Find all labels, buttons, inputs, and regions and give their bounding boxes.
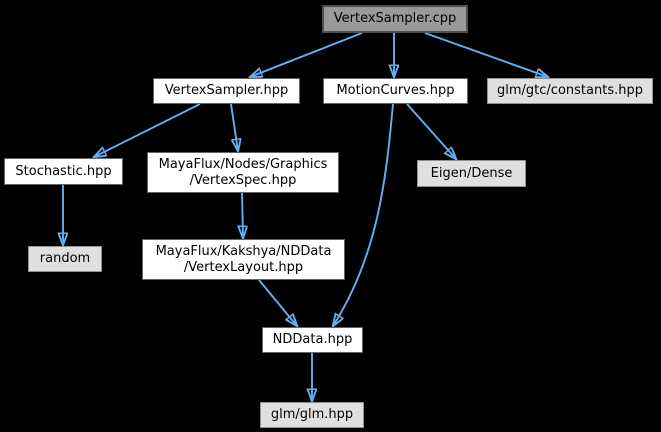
node-label-line1: MayaFlux/Kakshya/NDData [155, 243, 332, 259]
edge-vertexspec-hpp-to-vertexlayout-hpp [242, 192, 243, 238]
node-eigen-dense: Eigen/Dense [417, 160, 526, 187]
edge-vertexsampler-hpp-to-stochastic-hpp [94, 103, 201, 157]
node-nddata-hpp[interactable]: NDData.hpp [262, 327, 363, 353]
node-label: glm/gtc/constants.hpp [497, 83, 643, 98]
node-glm-gtc-constants-hpp: glm/gtc/constants.hpp [487, 78, 653, 104]
edge-vertexsampler-cpp-to-glm-gtc-constants-hpp [424, 32, 548, 77]
node-label-line1: MayaFlux/Nodes/Graphics [158, 156, 328, 172]
node-label: NDData.hpp [272, 332, 353, 347]
edge-vertexlayout-hpp-to-nddata-hpp [258, 279, 297, 326]
node-label: random [39, 251, 91, 266]
node-vertexspec-hpp[interactable]: MayaFlux/Nodes/Graphics /VertexSpec.hpp [147, 152, 339, 193]
node-glm-glm-hpp: glm/glm.hpp [260, 402, 364, 428]
node-label-line2: /VertexSpec.hpp [189, 172, 297, 188]
node-label: Stochastic.hpp [15, 163, 112, 179]
node-label: VertexSampler.cpp [333, 11, 457, 26]
node-label: glm/glm.hpp [270, 407, 354, 422]
node-vertexlayout-hpp[interactable]: MayaFlux/Kakshya/NDData /VertexLayout.hp… [142, 239, 345, 280]
node-label: MotionCurves.hpp [336, 83, 455, 98]
node-stochastic-hpp[interactable]: Stochastic.hpp [4, 158, 123, 185]
node-label: VertexSampler.hpp [164, 83, 289, 98]
node-label-line2: /VertexLayout.hpp [183, 259, 304, 275]
node-label: Eigen/Dense [430, 165, 513, 181]
node-motioncurves-hpp[interactable]: MotionCurves.hpp [323, 78, 468, 104]
edge-motioncurves-hpp-to-eigen-dense [406, 103, 456, 159]
edge-motioncurves-hpp-to-nddata-hpp [333, 103, 394, 326]
node-random: random [28, 246, 102, 272]
node-vertexsampler-cpp: VertexSampler.cpp [322, 5, 468, 33]
edge-vertexsampler-hpp-to-vertexspec-hpp [230, 103, 238, 151]
edge-vertexsampler-cpp-to-vertexsampler-hpp [250, 32, 363, 77]
node-vertexsampler-hpp[interactable]: VertexSampler.hpp [153, 78, 300, 104]
